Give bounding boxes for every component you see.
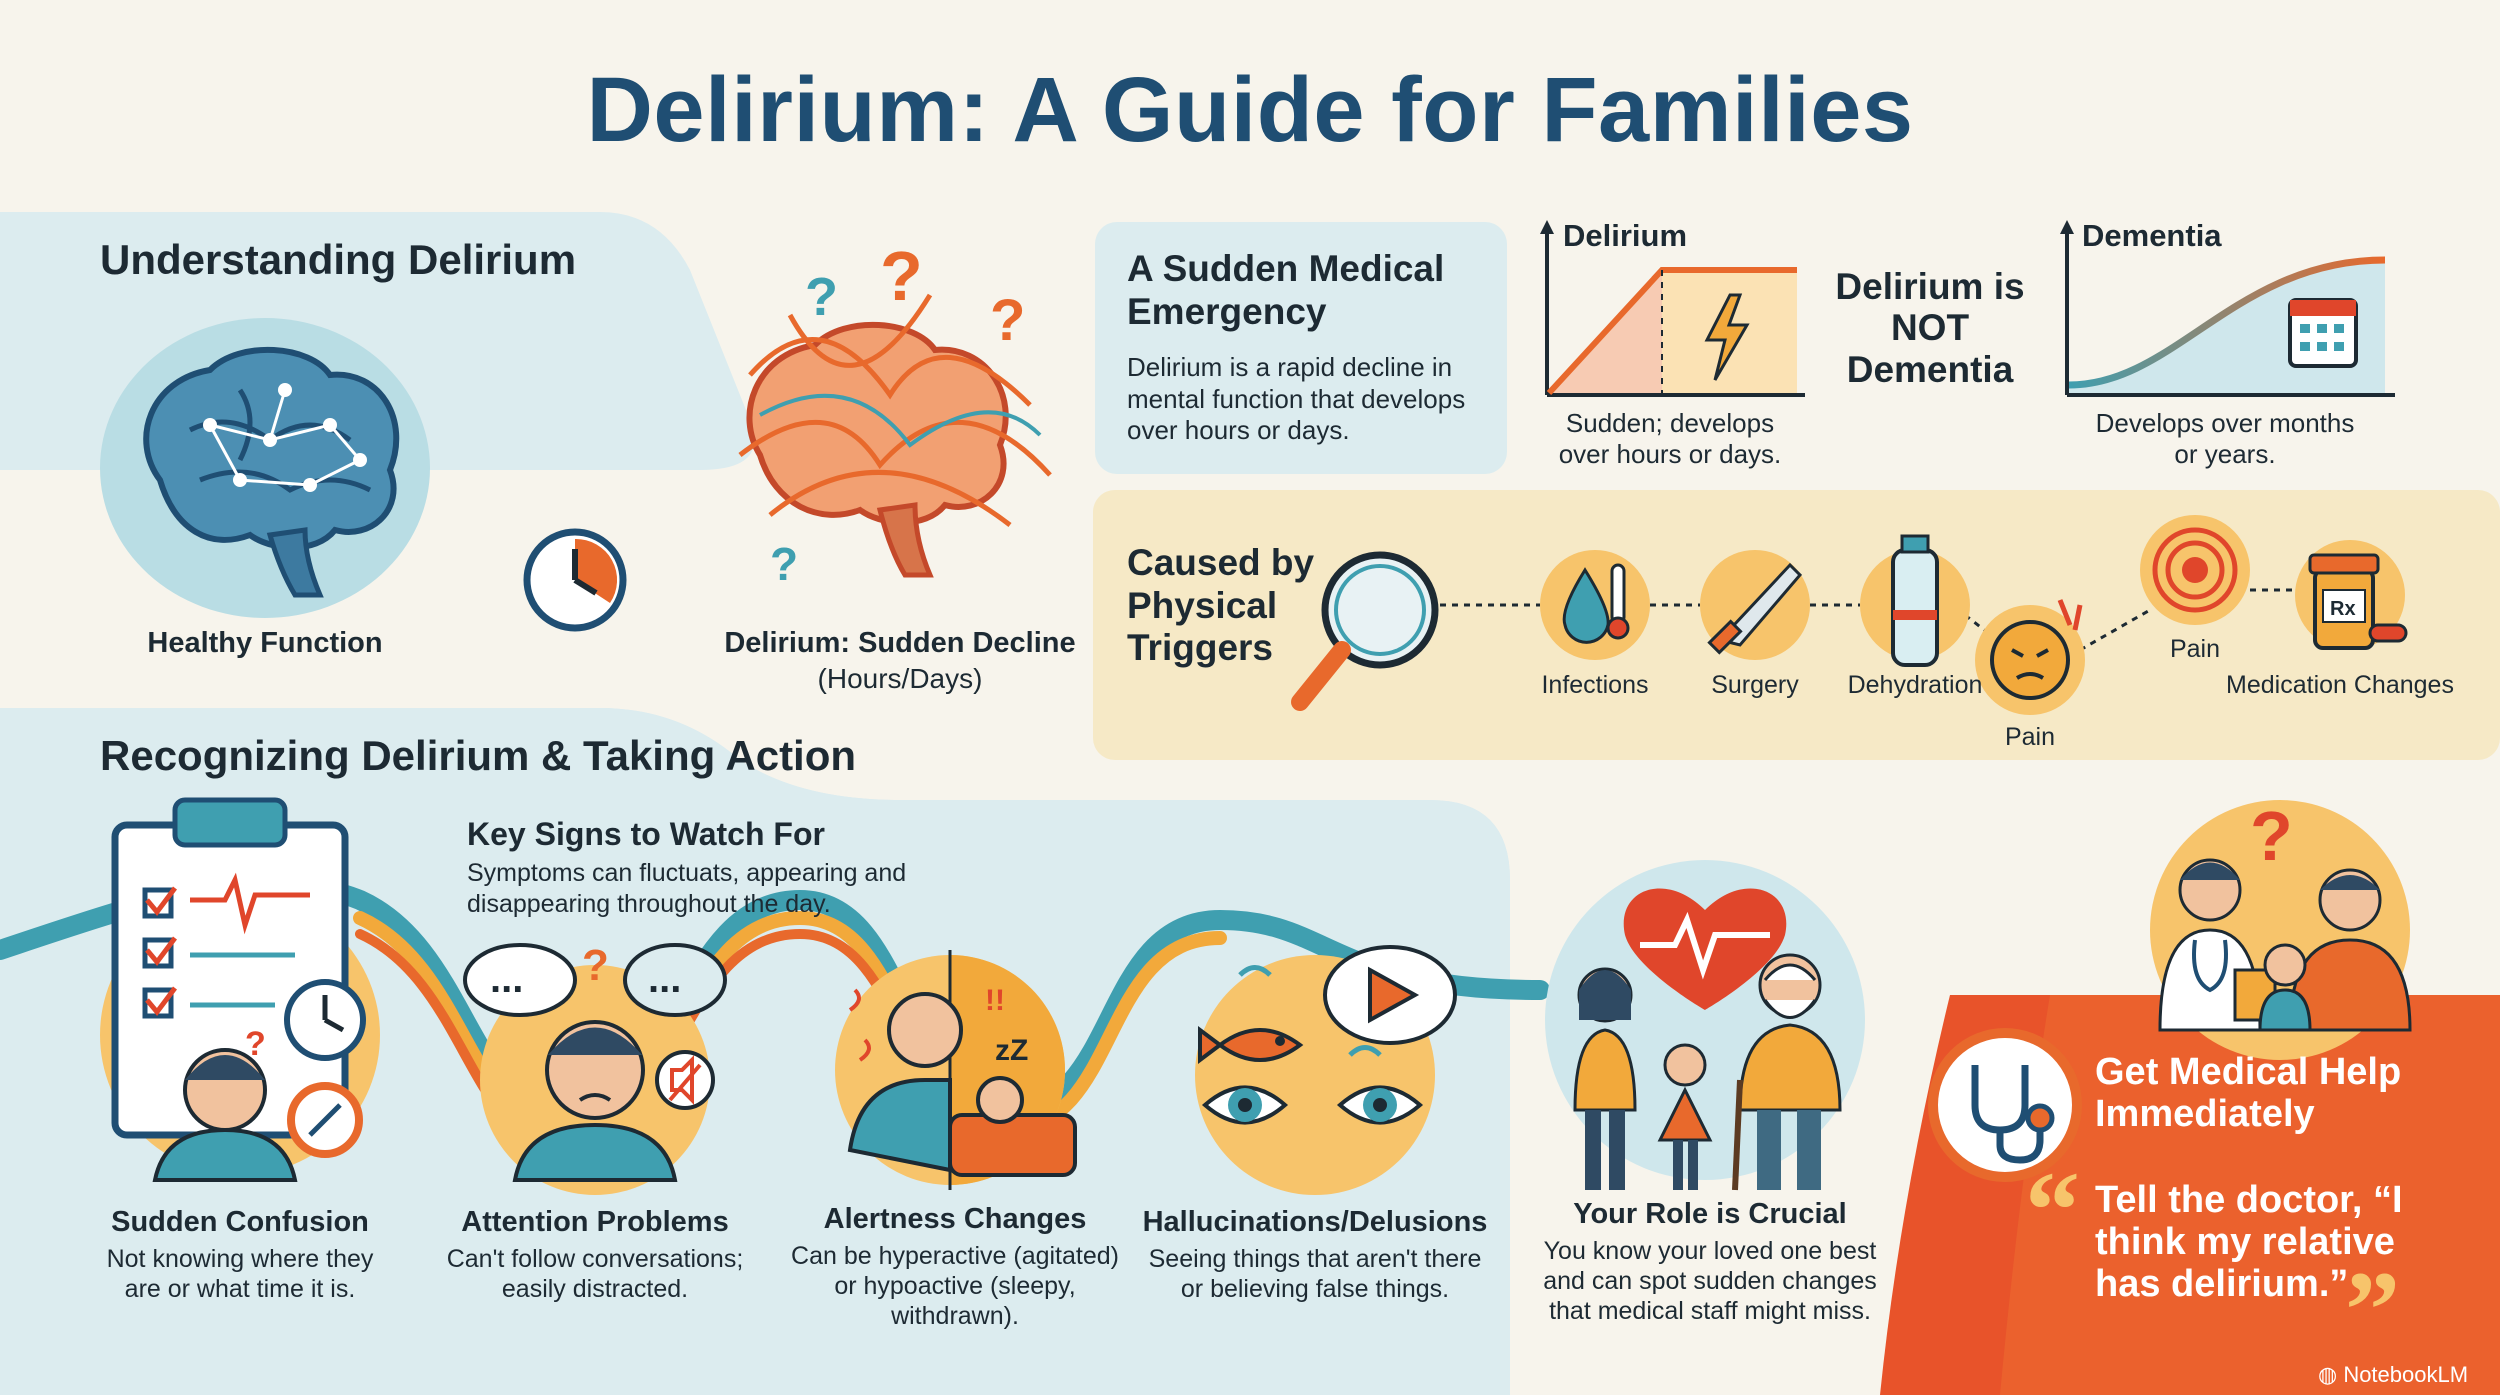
sign-hallucinations-title: Hallucinations/Delusions — [1142, 1206, 1488, 1238]
svg-text:?: ? — [245, 1025, 266, 1063]
sign-alertness-desc: Can be hyperactive (agitated) or hypoact… — [791, 1242, 1119, 1330]
trigger-pain-target: Pain — [2169, 635, 2221, 663]
trigger-medication: Medication Changes — [2226, 671, 2454, 699]
delirium-onset-chart — [1540, 220, 1805, 397]
sign-attention-title: Attention Problems — [461, 1206, 729, 1238]
emergency-heading: A Sudden Medical Emergency — [1127, 248, 1445, 332]
help-heading: Get Medical Help Immediately — [2095, 1051, 2402, 1135]
triggers-chain: Rx — [1291, 515, 2408, 715]
svg-text:!!: !! — [985, 984, 1005, 1017]
trigger-infections: Infections — [1541, 671, 1649, 699]
alertness-illustration: !! zZ — [835, 950, 1077, 1190]
delirium-axis-label: Delirium — [1563, 218, 1688, 253]
attention-illustration: ... ... ? — [463, 941, 727, 1195]
emergency-body: Delirium is a rapid decline in mental fu… — [1127, 352, 1466, 446]
notebooklm-logo-icon: ◍ — [2318, 1362, 2344, 1387]
family-illustration — [1545, 860, 1865, 1191]
understanding-heading: Understanding Delirium — [100, 236, 577, 283]
delirium-decline-label: Delirium: Sudden Decline — [724, 627, 1076, 659]
trigger-surgery: Surgery — [1711, 671, 1799, 699]
svg-text:zZ: zZ — [995, 1034, 1028, 1067]
delirium-chart-caption: Sudden; develops over hours or days. — [1558, 408, 1782, 470]
sign-confusion-title: Sudden Confusion — [111, 1206, 369, 1238]
svg-text:?: ? — [770, 538, 798, 590]
stethoscope-icon — [1928, 1028, 2082, 1182]
notebooklm-text: NotebookLM — [2343, 1362, 2469, 1387]
svg-text:...: ... — [648, 957, 681, 1001]
doctor-illustration: ? — [2150, 797, 2412, 1060]
emergency-card — [1095, 222, 1507, 474]
sign-confusion-desc: Not knowing where they are or what time … — [106, 1245, 374, 1303]
svg-text:...: ... — [490, 957, 523, 1001]
svg-text:Rx: Rx — [2330, 598, 2356, 620]
notebooklm-watermark: ◍ NotebookLM — [2318, 1362, 2468, 1388]
dementia-onset-chart — [2060, 220, 2395, 397]
help-quote: Tell the doctor, “I think my relative ha… — [2095, 1179, 2403, 1305]
hallucination-illustration — [1195, 945, 1457, 1195]
svg-text:?: ? — [990, 288, 1025, 353]
healthy-brain-icon — [143, 346, 400, 598]
page-title: Delirium: A Guide for Families — [586, 59, 1914, 161]
dementia-chart-caption: Develops over months or years. — [2095, 408, 2355, 470]
recognizing-heading: Recognizing Delirium & Taking Action — [100, 732, 857, 779]
quote-open-mark: “ — [2025, 1149, 2080, 1271]
quote-close-mark: ” — [2345, 1249, 2400, 1371]
dementia-axis-label: Dementia — [2082, 218, 2222, 253]
key-signs-body: Symptoms can fluctuats, appearing and di… — [467, 859, 907, 918]
trigger-dehydration: Dehydration — [1847, 671, 1983, 699]
trigger-pain-face: Pain — [2004, 723, 2056, 751]
delirium-not-dementia: Delirium is NOT Dementia — [1835, 266, 2025, 390]
sign-attention-desc: Can't follow conversations; easily distr… — [446, 1245, 744, 1303]
role-heading: Your Role is Crucial — [1573, 1198, 1847, 1230]
confusion-illustration: ? — [100, 797, 380, 1182]
delirium-decline-sub: (Hours/Days) — [817, 663, 983, 694]
delirium-brain-icon: ? ? ? ? — [738, 237, 1052, 590]
svg-text:?: ? — [582, 941, 609, 990]
healthy-function-label: Healthy Function — [147, 627, 383, 659]
svg-text:?: ? — [880, 237, 923, 315]
svg-text:?: ? — [805, 267, 838, 327]
sign-hallucinations-desc: Seeing things that aren't there or belie… — [1148, 1245, 1482, 1303]
triggers-heading: Caused by Physical Triggers — [1127, 542, 1315, 669]
sign-alertness-title: Alertness Changes — [823, 1203, 1087, 1235]
clock-icon — [523, 528, 627, 632]
role-body: You know your loved one best and can spo… — [1543, 1237, 1877, 1325]
svg-text:?: ? — [2250, 797, 2293, 875]
key-signs-heading: Key Signs to Watch For — [467, 816, 825, 852]
